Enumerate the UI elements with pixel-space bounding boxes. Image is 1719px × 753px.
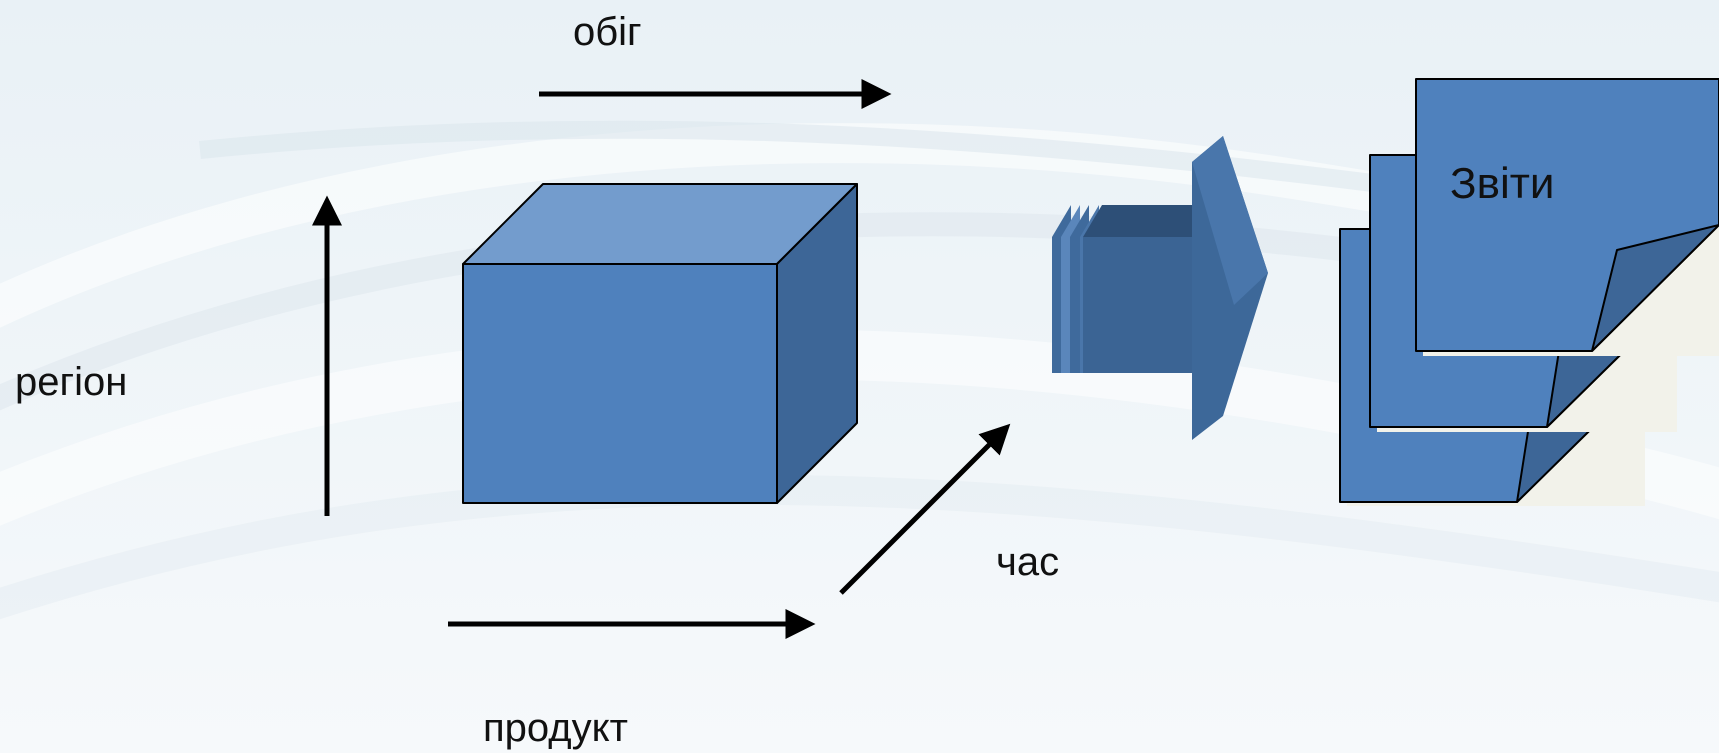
report-page-front [1415,78,1719,356]
time-axis-arrow [839,423,1011,595]
turnover-label: обіг [573,10,642,54]
data-cube [462,183,858,504]
product-label: продукт [483,706,628,750]
cube-front-face [462,263,778,504]
transform-arrow [1052,136,1268,440]
time-label: час [996,540,1060,584]
reports-stack [1339,78,1719,506]
region-label: регіон [15,360,128,404]
reports-label: Звіти [1450,159,1555,208]
